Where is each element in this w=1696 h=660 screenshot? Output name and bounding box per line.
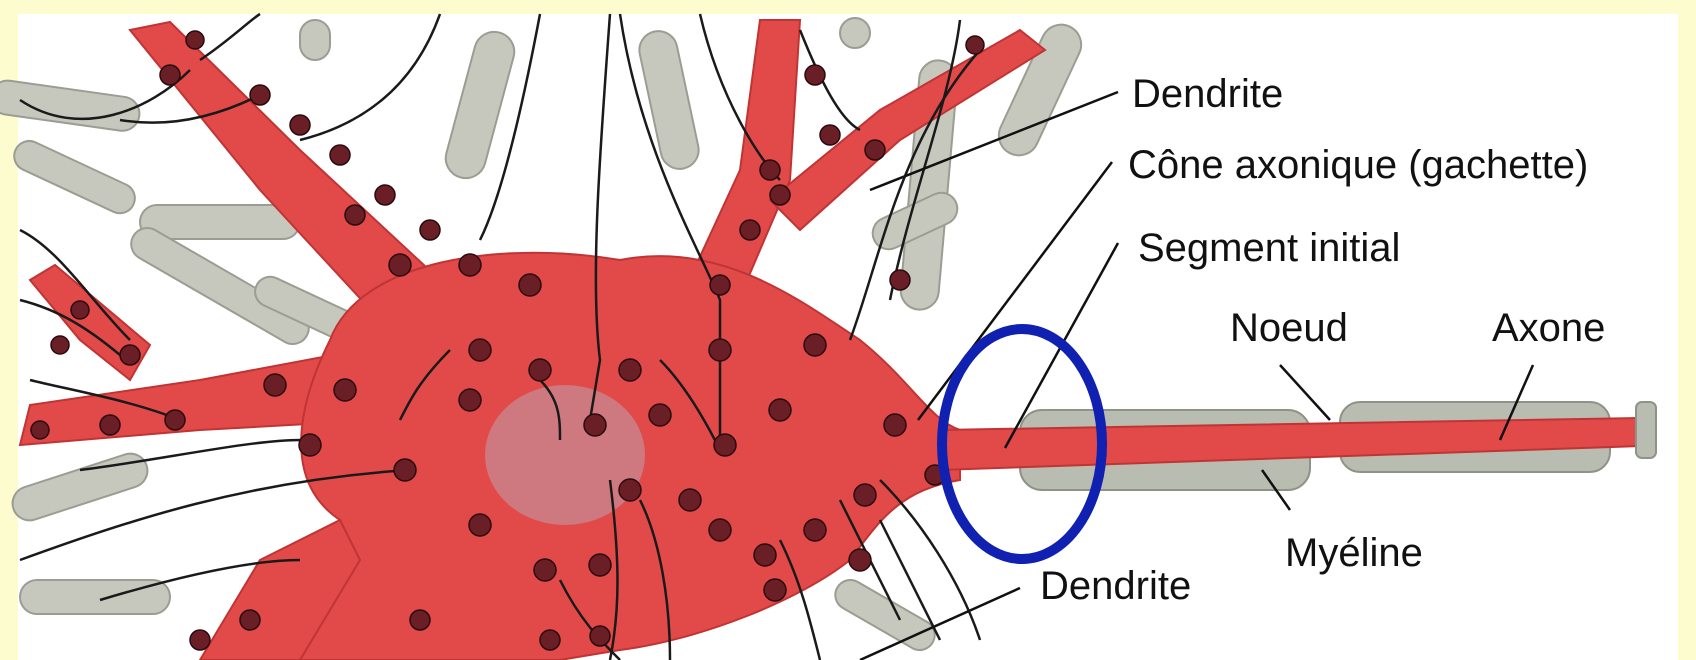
label-myelin: Myéline [1285, 533, 1423, 573]
label-node: Noeud [1230, 308, 1348, 348]
label-initial-segment: Segment initial [1138, 228, 1400, 268]
axon-terminal-cap [1636, 402, 1656, 458]
label-axon: Axone [1492, 308, 1605, 348]
nucleus [485, 385, 645, 525]
label-dendrite-top: Dendrite [1132, 74, 1283, 114]
label-dendrite-bottom: Dendrite [1040, 566, 1191, 606]
label-axon-cone: Cône axonique (gachette) [1128, 145, 1588, 185]
